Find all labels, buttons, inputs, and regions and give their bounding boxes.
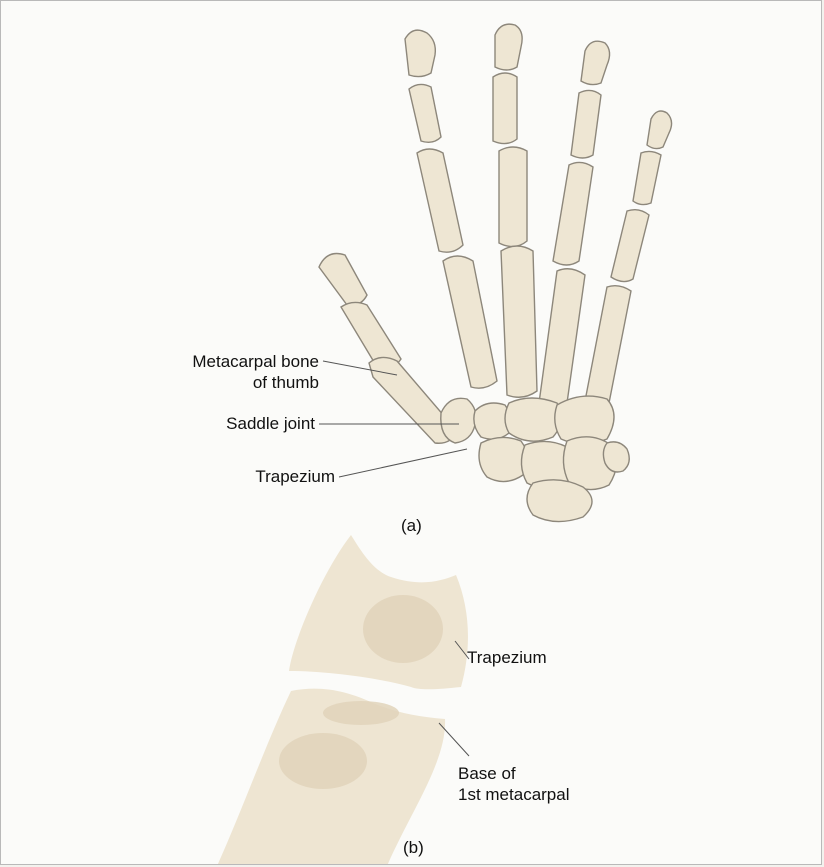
- hand-bones: [319, 24, 672, 521]
- base-metacarpal-line1: Base of: [458, 763, 570, 784]
- little-finger-bones: [585, 111, 672, 406]
- thumb-bones: [319, 254, 457, 444]
- base-metacarpal-label: Base of 1st metacarpal: [458, 763, 570, 805]
- saddle-joint-closeup-illustration: [217, 535, 469, 865]
- base-metacarpal-line2: 1st metacarpal: [458, 784, 570, 805]
- trapezium-label-a: Trapezium: [181, 466, 335, 487]
- metacarpal-label-line1: Metacarpal bone: [121, 351, 319, 372]
- panel-a-caption: (a): [401, 515, 422, 536]
- carpal-bones: [441, 396, 629, 521]
- metacarpal-label: Metacarpal bone of thumb: [121, 351, 319, 393]
- index-finger-bones: [405, 30, 497, 388]
- middle-finger-bones: [493, 24, 537, 397]
- panel-b-caption: (b): [403, 837, 424, 858]
- metacarpal-label-line2: of thumb: [121, 372, 319, 393]
- saddle-joint-label: Saddle joint: [161, 413, 315, 434]
- trapezium-label-b: Trapezium: [467, 647, 547, 668]
